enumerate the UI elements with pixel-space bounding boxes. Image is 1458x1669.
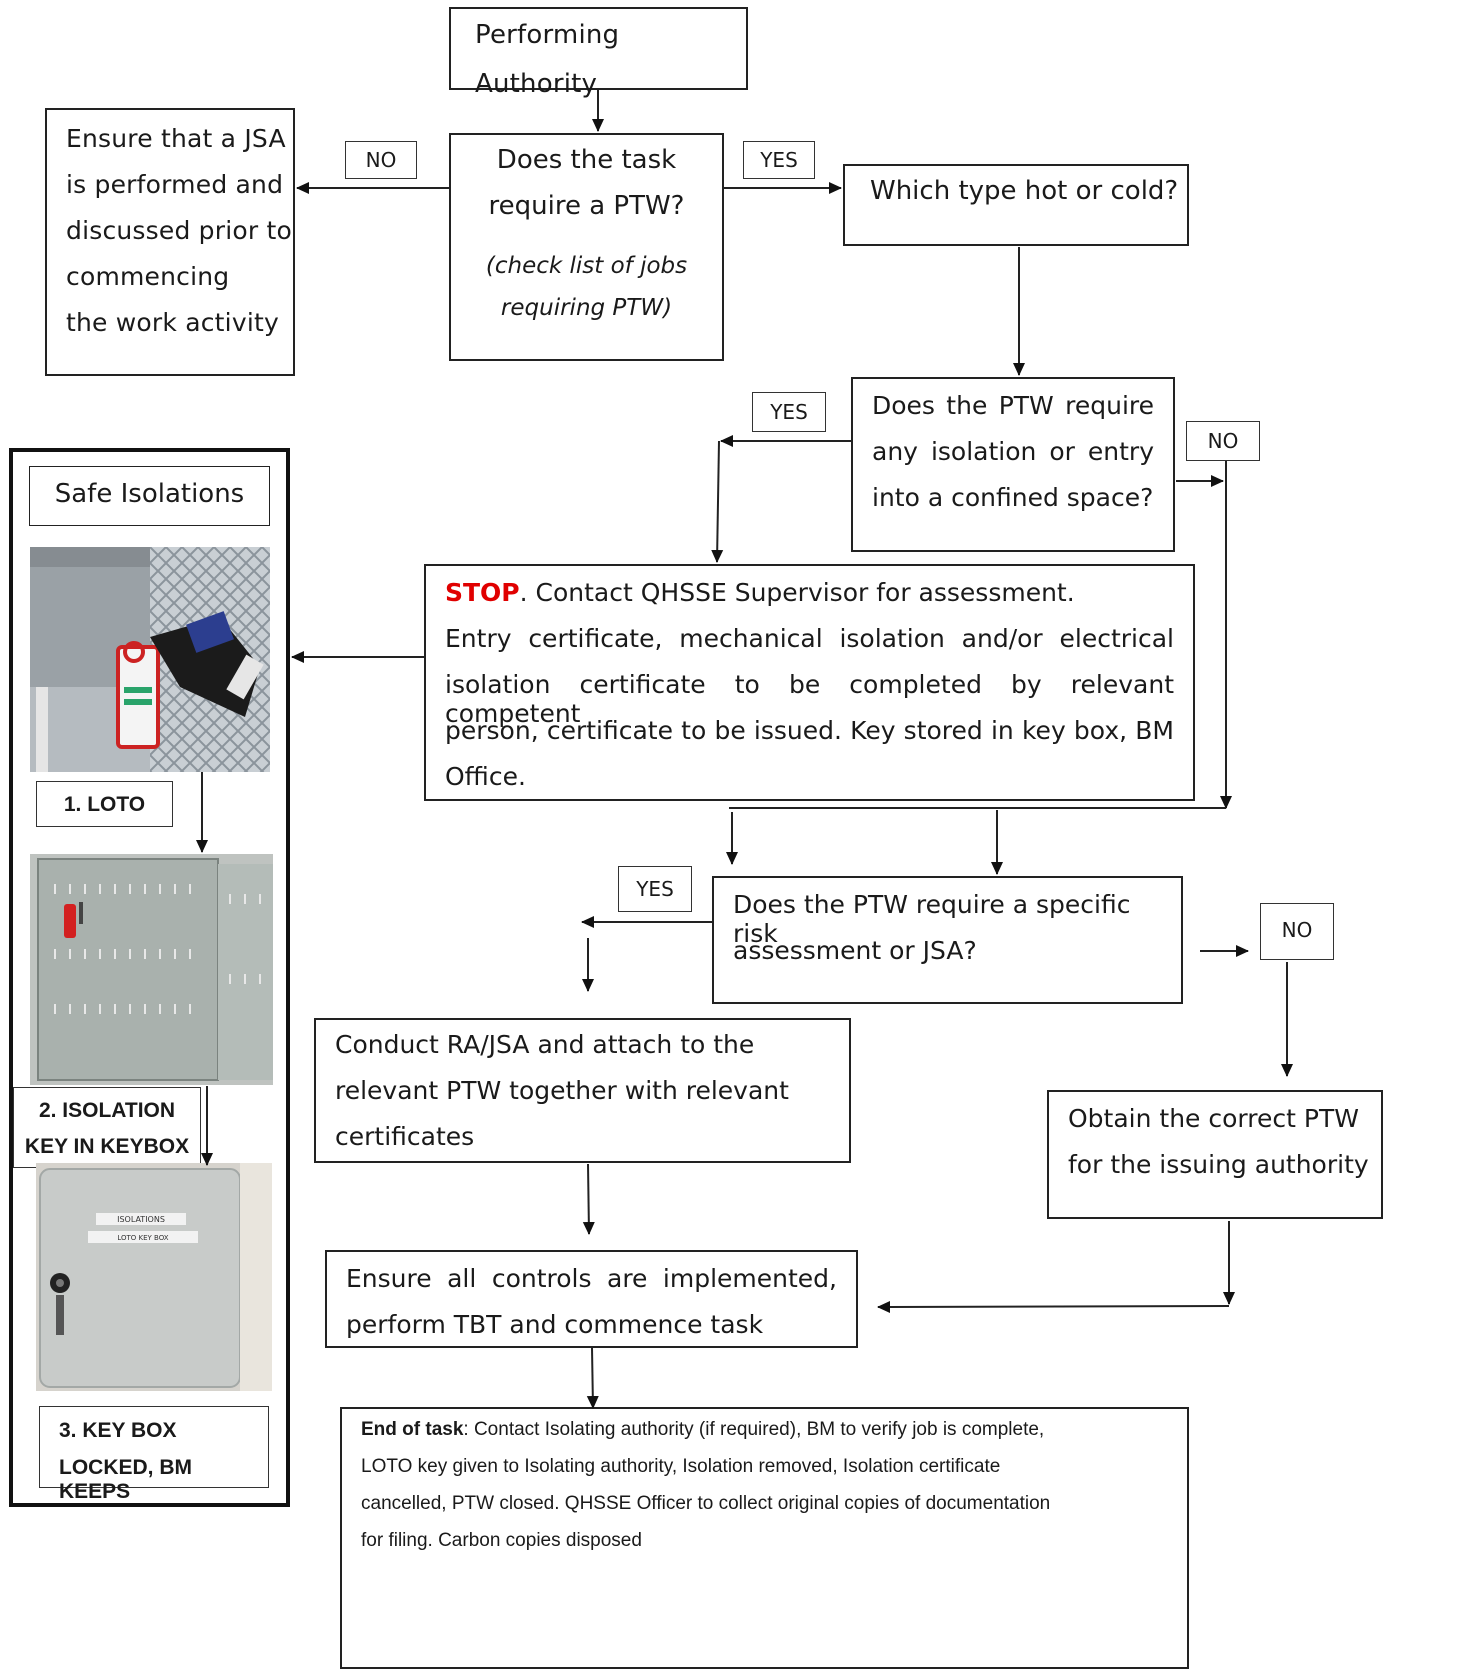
ptw-question-box: Does the task require a PTW? (check list…	[449, 133, 724, 361]
keybox-caption-line2: KEY IN KEYBOX	[24, 1135, 190, 1158]
risk-question-box: Does the PTW require a specific risk ass…	[712, 876, 1183, 1004]
label-yes-risk: YES	[618, 866, 692, 912]
performing-authority-text: Performing Authority	[475, 20, 620, 99]
ptw-question-note1: (check list of jobs	[485, 253, 688, 279]
jsa-box: Ensure that a JSA is performed and discu…	[45, 108, 295, 376]
stop-line2: Entry certificate, mechanical isolation …	[445, 624, 1174, 653]
arrow-obtain-to-controls	[877, 1300, 1230, 1313]
obtain-line1: Obtain the correct PTW	[1068, 1104, 1359, 1133]
type-question-box: Which type hot or cold?	[843, 164, 1189, 246]
conduct-line3: certificates	[335, 1122, 475, 1151]
end-of-task-box: End of task: Contact Isolating authority…	[340, 1407, 1189, 1669]
isolation-line2: any isolation or entry	[872, 437, 1154, 466]
stop-word: STOP	[445, 578, 520, 607]
isolation-question-box: Does the PTW require any isolation or en…	[851, 377, 1175, 552]
stop-line3: isolation certificate to be completed by…	[445, 670, 1174, 728]
keybox-open-photo	[30, 854, 273, 1085]
obtain-box: Obtain the correct PTW for the issuing a…	[1047, 1090, 1383, 1219]
controls-line1: Ensure all controls are implemented,	[346, 1264, 837, 1293]
conduct-line1: Conduct RA/JSA and attach to the	[335, 1030, 755, 1059]
loto-photo	[30, 547, 270, 772]
safe-isolations-title: Safe Isolations	[54, 479, 245, 509]
performing-authority-box: Performing Authority	[449, 7, 748, 99]
keybox-caption: 2. ISOLATION KEY IN KEYBOX	[13, 1087, 201, 1168]
keybox-closed-illustration: ISOLATIONS LOTO KEY BOX	[36, 1163, 272, 1391]
arrow-isolation-yes-down	[711, 440, 724, 563]
keybox-closed-photo: ISOLATIONS LOTO KEY BOX	[36, 1163, 272, 1391]
keybox-caption-line1: 2. ISOLATION	[38, 1099, 176, 1122]
safe-isolations-title-box: Safe Isolations	[29, 466, 270, 526]
keybox-locked-line1: 3. KEY BOX	[59, 1419, 177, 1442]
safe-isolations-panel	[9, 448, 290, 1507]
type-question-text: Which type hot or cold?	[870, 176, 1179, 206]
isolation-line3: into a confined space?	[872, 483, 1154, 512]
isolation-line1: Does the PTW require	[872, 391, 1154, 420]
jsa-line2: is performed and	[66, 170, 284, 199]
risk-line2: assessment or JSA?	[733, 936, 977, 965]
keybox-label-loto: LOTO KEY BOX	[117, 1234, 168, 1242]
controls-box: Ensure all controls are implemented, per…	[325, 1250, 858, 1348]
arrow-conduct-to-controls	[582, 1163, 595, 1235]
stop-box: STOP. Contact QHSSE Supervisor for asses…	[424, 564, 1195, 801]
end-line3: cancelled, PTW closed. QHSSE Officer to …	[361, 1493, 1051, 1514]
end-line1: End of task: Contact Isolating authority…	[361, 1419, 1044, 1441]
stop-line1: STOP. Contact QHSSE Supervisor for asses…	[445, 578, 1075, 607]
loto-photo-illustration	[30, 547, 270, 772]
risk-line1: Does the PTW require a specific risk	[733, 890, 1131, 948]
loto-caption-text: 1. LOTO	[63, 793, 146, 816]
obtain-line2: for the issuing authority	[1068, 1150, 1369, 1179]
label-yes-isolation: YES	[752, 392, 826, 432]
loto-caption: 1. LOTO	[36, 781, 173, 827]
keybox-open-illustration	[30, 854, 273, 1085]
label-no-risk: NO	[1260, 903, 1334, 960]
controls-line2: perform TBT and commence task	[346, 1310, 764, 1339]
keybox-label-isolations: ISOLATIONS	[117, 1215, 165, 1224]
arrow-controls-to-end	[586, 1347, 599, 1409]
keybox-locked-line2: LOCKED, BM KEEPS	[59, 1456, 192, 1503]
ptw-question-line1: Does the task	[496, 145, 677, 175]
jsa-line4: commencing	[66, 262, 230, 291]
stop-line4: person, certificate to be issued. Key st…	[445, 716, 1174, 745]
ptw-question-line2: require a PTW?	[488, 191, 685, 221]
ptw-question-note2: requiring PTW)	[500, 295, 673, 321]
jsa-line1: Ensure that a JSA	[66, 124, 286, 153]
end-bold: End of task	[361, 1419, 464, 1440]
end-line1-rest: : Contact Isolating authority (if requir…	[463, 1419, 1045, 1440]
conduct-line2: relevant PTW together with relevant	[335, 1076, 789, 1105]
stop-line5: Office.	[445, 762, 526, 791]
end-line4: for filing. Carbon copies disposed	[361, 1530, 642, 1551]
end-line2: LOTO key given to Isolating authority, I…	[361, 1456, 1001, 1477]
label-no-isolation: NO	[1186, 421, 1260, 461]
label-yes-right: YES	[743, 141, 815, 179]
stop-line1-rest: . Contact QHSSE Supervisor for assessmen…	[519, 578, 1075, 607]
keybox-locked-caption: 3. KEY BOX LOCKED, BM KEEPS	[39, 1406, 269, 1503]
label-no-left: NO	[345, 141, 417, 179]
jsa-line3: discussed prior to	[66, 216, 292, 245]
jsa-line5: the work activity	[66, 308, 279, 337]
conduct-box: Conduct RA/JSA and attach to the relevan…	[314, 1018, 851, 1163]
